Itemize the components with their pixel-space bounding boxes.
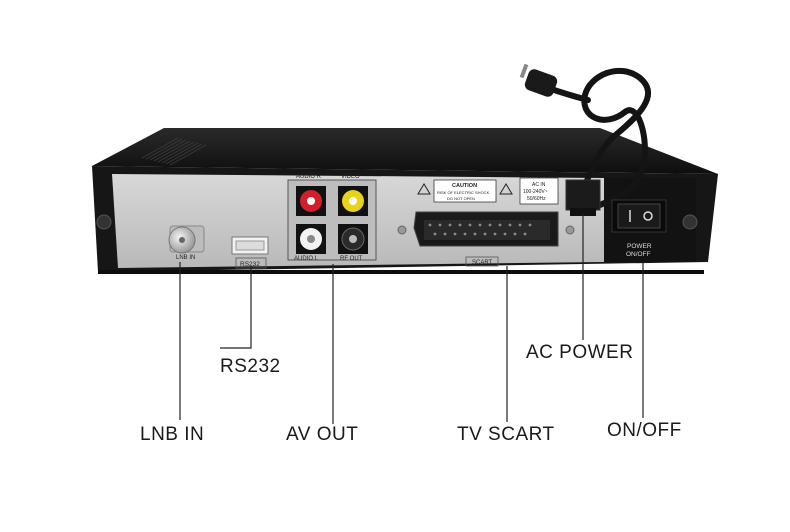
vent-slots (141, 137, 207, 166)
lnb-connector (168, 225, 205, 254)
panel-label-audio-r: AUDIO R (296, 174, 322, 180)
panel-label-audio-l: AUDIO L (294, 256, 319, 262)
panel-label-power-onoff: ON/OFF (626, 251, 651, 258)
ac-in-label: AC IN 100-240V~ 50/60Hz (519, 177, 559, 205)
panel-label-scart: SCART (472, 260, 493, 266)
rf-out-jack (338, 224, 368, 254)
line-rs232 (220, 266, 252, 349)
callout-on-off: ON/OFF (607, 420, 682, 441)
audio-l-jack (296, 224, 326, 254)
ac-in-line-2: 100-240V~ (523, 189, 548, 195)
screw-left (96, 214, 112, 230)
power-plug (519, 63, 558, 97)
callout-av-out: AV OUT (286, 424, 359, 445)
callout-tv-scart: TV SCART (457, 424, 555, 445)
screw-right (682, 214, 698, 230)
callout-lines (179, 214, 644, 424)
rs232-port (231, 236, 269, 255)
panel-label-rf-out: RF OUT (340, 256, 363, 262)
callout-lnb-in: LNB IN (140, 424, 205, 445)
ac-in-line-1: AC IN (532, 182, 546, 188)
scart-connector (413, 211, 559, 247)
scart-screw-right (565, 225, 575, 235)
panel-label-lnb: LNB IN (176, 255, 195, 261)
callout-rs232: RS232 (220, 356, 281, 377)
power-switch (611, 199, 667, 233)
ac-in-line-3: 50/60Hz (527, 196, 546, 202)
caution-title: CAUTION (452, 183, 477, 189)
caution-line-2: DO NOT OPEN (447, 196, 475, 201)
panel-label-video: VIDEO (341, 174, 360, 180)
ac-inlet (565, 179, 601, 216)
top-cover (92, 128, 718, 174)
caution-label: CAUTION RISK OF ELECTRIC SHOCK DO NOT OP… (417, 179, 513, 203)
scart-screw-left (397, 225, 407, 235)
video-jack (338, 186, 368, 216)
caution-line-1: RISK OF ELECTRIC SHOCK (437, 190, 490, 195)
callout-ac-power: AC POWER (526, 342, 634, 363)
panel-label-rs232: RS232 (240, 261, 260, 268)
panel-label-power: POWER (627, 243, 652, 250)
bottom-edge (98, 270, 704, 274)
audio-r-jack (296, 186, 326, 216)
